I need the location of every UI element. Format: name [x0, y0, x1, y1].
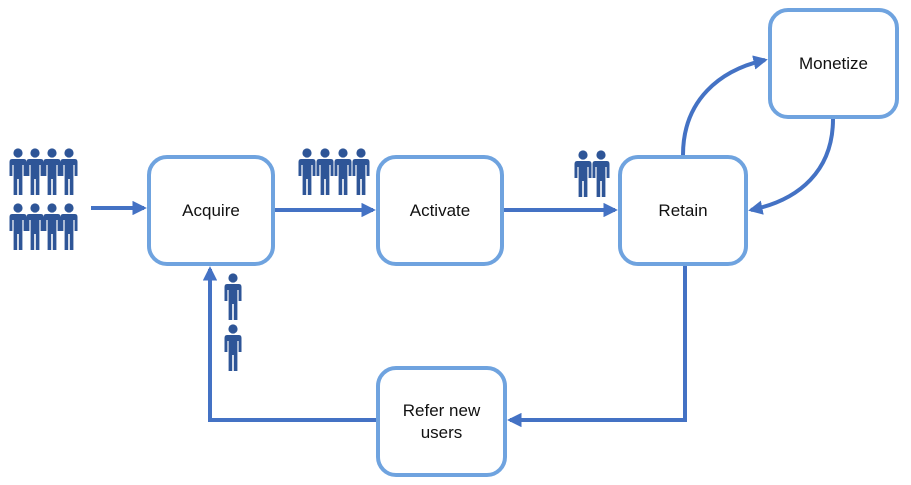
user-group-icon [9, 203, 78, 250]
user-group-icon [574, 150, 610, 197]
arrow-retain-to-refer [507, 266, 687, 428]
activate-label: Activate [409, 200, 471, 220]
arrow-retain-to-monetize [681, 55, 768, 156]
person-icon [224, 324, 242, 371]
acquire-label: Acquire [182, 200, 240, 220]
acquire-node: Acquire [147, 155, 275, 266]
arrow-monetize-to-retain [748, 118, 835, 215]
refer-new-users-node: Refer new users [376, 366, 507, 477]
monetize-node: Monetize [768, 8, 899, 119]
arrow-refer-to-acquire [202, 266, 376, 422]
refer-new-users-label: Refer new users [402, 401, 481, 442]
retain-label: Retain [658, 200, 708, 220]
user-group-icon [9, 148, 78, 195]
activate-node: Activate [376, 155, 504, 266]
connector-arrows [91, 55, 835, 428]
user-group-icon [298, 148, 370, 195]
monetize-label: Monetize [799, 53, 868, 73]
retain-node: Retain [618, 155, 748, 266]
person-icon [224, 273, 242, 320]
